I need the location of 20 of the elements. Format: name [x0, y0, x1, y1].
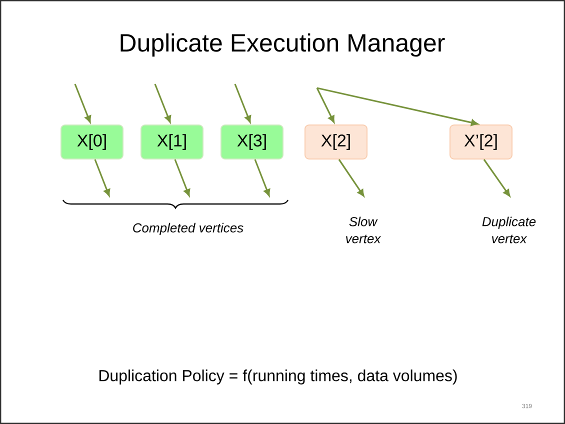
title: Duplicate Execution Manager	[120, 33, 445, 57]
vertex-box: X’[2]	[450, 124, 512, 160]
formula-text: Duplication Policy = f(running times, data volumes)	[99, 370, 457, 384]
vertex-box: X[3]	[220, 124, 284, 160]
arrow	[154, 84, 172, 123]
arrow	[316, 88, 335, 123]
arrow	[174, 159, 190, 196]
arrow	[234, 84, 252, 123]
arrow	[74, 84, 92, 123]
arrow	[338, 159, 364, 196]
vertex-box: X[2]	[304, 124, 368, 160]
vertex-caption: Slow vertex	[346, 216, 382, 244]
group-caption: Completed vertices	[133, 222, 244, 236]
arrow	[254, 159, 270, 196]
vertex-box: X[1]	[140, 124, 204, 160]
vertex-box: X[0]	[60, 124, 124, 160]
vertex-caption: Duplicate vertex	[482, 216, 536, 244]
arrow	[316, 87, 478, 126]
arrow	[483, 159, 510, 196]
arrow	[94, 159, 110, 196]
